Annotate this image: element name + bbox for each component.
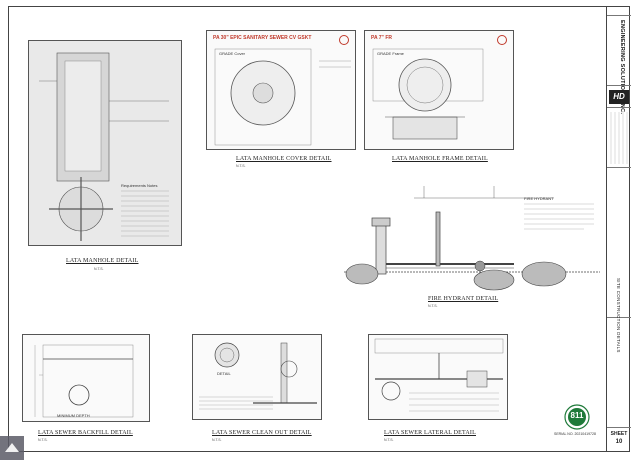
lateral-scale: N.T.S. <box>384 438 394 442</box>
cover-section-label: GRADE Cover <box>219 51 246 56</box>
cover-scale: N.T.S. <box>236 164 246 168</box>
backfill-frame: MINIMUM DEPTH <box>22 334 150 422</box>
manhole-drawing: Requirements Notes <box>28 40 182 246</box>
sheet-label: SHEET <box>610 431 628 437</box>
manhole-scale: N.T.S. <box>94 267 104 271</box>
title-block-notes <box>607 318 631 428</box>
manhole-frame-detail: PA 7" FR GRADE Frame LATA MANHOLE FRAME … <box>364 30 516 170</box>
title-block-sheet-number: SHEET 10 <box>607 428 631 452</box>
corner-watermark-icon <box>0 436 24 460</box>
cover-card-title: PA 30" EPIC SANITARY SEWER CV GSKT <box>213 35 312 41</box>
hydrant-scale: N.T.S. <box>428 304 438 308</box>
corner-watermark-svg <box>0 436 24 460</box>
cover-card: PA 30" EPIC SANITARY SEWER CV GSKT GRADE… <box>206 30 356 150</box>
hd-logo-icon: HD <box>609 90 629 104</box>
lateral-drawing-svg <box>374 338 504 412</box>
revision-lines-svg <box>610 112 628 164</box>
manhole-cover-detail: PA 30" EPIC SANITARY SEWER CV GSKT GRADE… <box>206 30 358 170</box>
manhole-caption: LATA MANHOLE DETAIL <box>66 258 139 264</box>
title-block-top-row <box>607 6 631 16</box>
title-block-logo: HD <box>607 86 631 108</box>
call-811-seal-svg <box>564 404 590 430</box>
cover-drawing-svg <box>214 48 351 146</box>
title-block-firm: ENGINEERING SOLUTIONS, INC. <box>607 16 631 114</box>
call-811-seal-text: 811 <box>570 411 584 420</box>
backfill-caption: LATA SEWER BACKFILL DETAIL <box>38 430 133 436</box>
hydrant-note-title: FIRE HYDRANT <box>524 196 554 201</box>
backfill-scale: N.T.S. <box>38 438 48 442</box>
sheet-number: 10 <box>615 439 623 445</box>
frame-logo-icon <box>497 35 507 45</box>
lateral-caption: LATA SEWER LATERAL DETAIL <box>384 430 476 436</box>
frame-section-label: GRADE Frame <box>377 51 404 56</box>
seal-serial-note: SERIAL NO. 20210419728 <box>554 432 596 436</box>
sewer-backfill-detail: MINIMUM DEPTH LATA SEWER BACKFILL DETAIL… <box>22 334 152 446</box>
hydrant-drawing-svg <box>344 186 600 291</box>
frame-card: PA 7" FR GRADE Frame <box>364 30 514 150</box>
manhole-drawing-svg <box>39 52 169 241</box>
frame-caption: LATA MANHOLE FRAME DETAIL <box>392 156 488 162</box>
title-block-sheet-title: SITE CONSTRUCTION DETAILS <box>607 168 631 353</box>
frame-drawing-svg <box>372 48 484 140</box>
frame-card-title: PA 7" FR <box>371 35 392 41</box>
backfill-drawing-svg <box>34 344 134 418</box>
title-block-revisions <box>607 108 631 168</box>
drawing-sheet <box>8 6 630 452</box>
manhole-detail: Requirements Notes LATA MANHOLE DETAIL N… <box>28 40 184 280</box>
sewer-lateral-detail: LATA SEWER LATERAL DETAIL N.T.S. <box>368 334 510 446</box>
cleanout-top-label: DETAIL <box>217 371 231 376</box>
cover-logo-icon <box>339 35 349 45</box>
sewer-cleanout-detail: DETAIL LATA SEWER CLEAN OUT DETAIL N.T.S… <box>192 334 324 446</box>
cleanout-frame: DETAIL <box>192 334 322 420</box>
backfill-inner-label: MINIMUM DEPTH <box>57 413 90 418</box>
call-811-seal: 811 <box>564 404 590 430</box>
fire-hydrant-detail: FIRE HYDRANT FIRE HYDRANT DETAIL N.T.S. <box>344 178 600 310</box>
cleanout-caption: LATA SEWER CLEAN OUT DETAIL <box>212 430 312 436</box>
cleanout-drawing-svg <box>199 342 317 410</box>
hydrant-caption: FIRE HYDRANT DETAIL <box>428 296 499 302</box>
cleanout-scale: N.T.S. <box>212 438 222 442</box>
cover-caption: LATA MANHOLE COVER DETAIL <box>236 156 332 162</box>
lateral-frame <box>368 334 508 420</box>
manhole-notes-title: Requirements Notes <box>121 183 158 188</box>
title-block: ENGINEERING SOLUTIONS, INC. HD SITE CONS… <box>606 6 631 452</box>
